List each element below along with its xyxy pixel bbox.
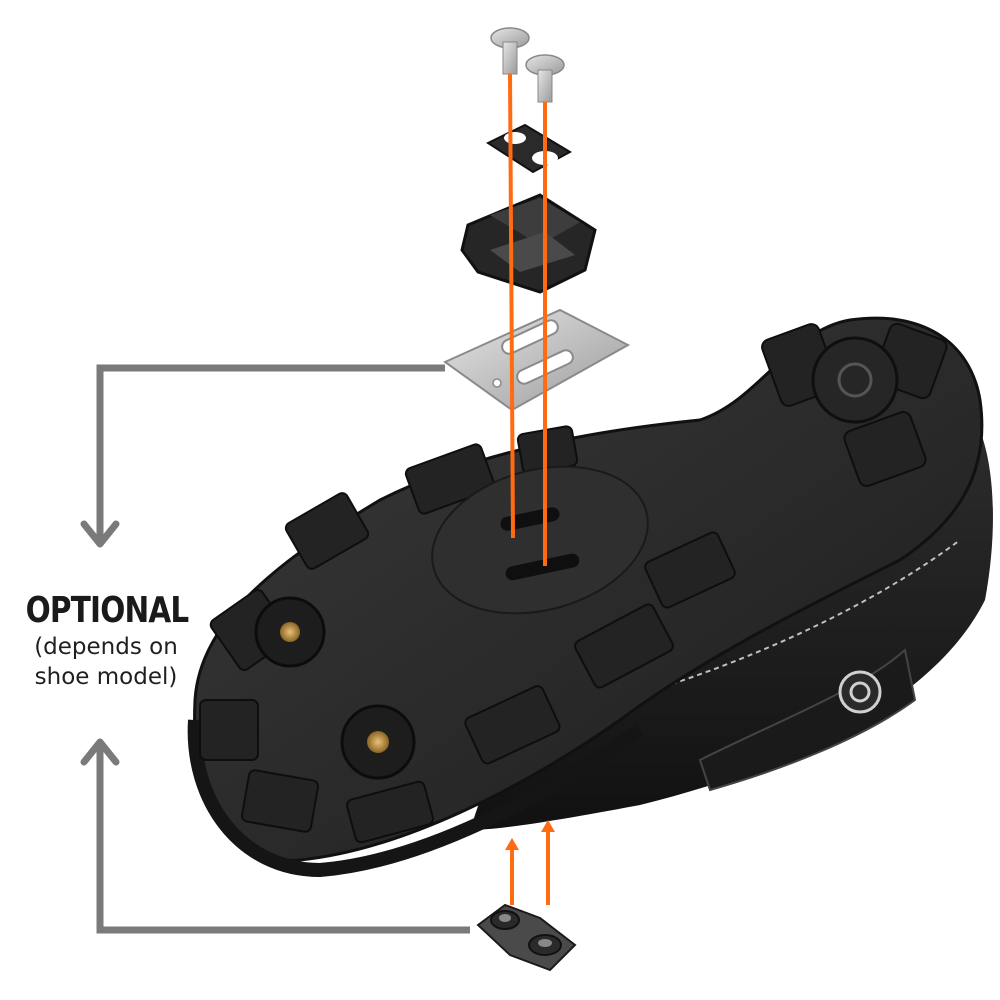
optional-title: OPTIONAL xyxy=(25,590,190,631)
shoe-sole-icon xyxy=(187,316,984,878)
optional-subtitle-line1: (depends on xyxy=(34,634,178,660)
toe-spike-insert-icon xyxy=(367,731,389,753)
screw-icon xyxy=(490,27,530,75)
optional-subtitle-line2: shoe model) xyxy=(34,664,178,690)
guide-lines xyxy=(508,73,547,566)
brand-logo-icon xyxy=(838,670,882,714)
shim-plate-icon xyxy=(443,308,631,412)
guide-arrows-up xyxy=(505,820,555,905)
toe-spike-insert-icon xyxy=(280,622,300,642)
screw-icon xyxy=(525,54,565,103)
washer-icon xyxy=(485,123,573,174)
cleat-icon xyxy=(460,193,597,294)
optional-bracket xyxy=(80,364,470,934)
optional-label: OPTIONAL (depends on shoe model) xyxy=(8,590,204,692)
nut-plate-icon xyxy=(476,903,577,972)
